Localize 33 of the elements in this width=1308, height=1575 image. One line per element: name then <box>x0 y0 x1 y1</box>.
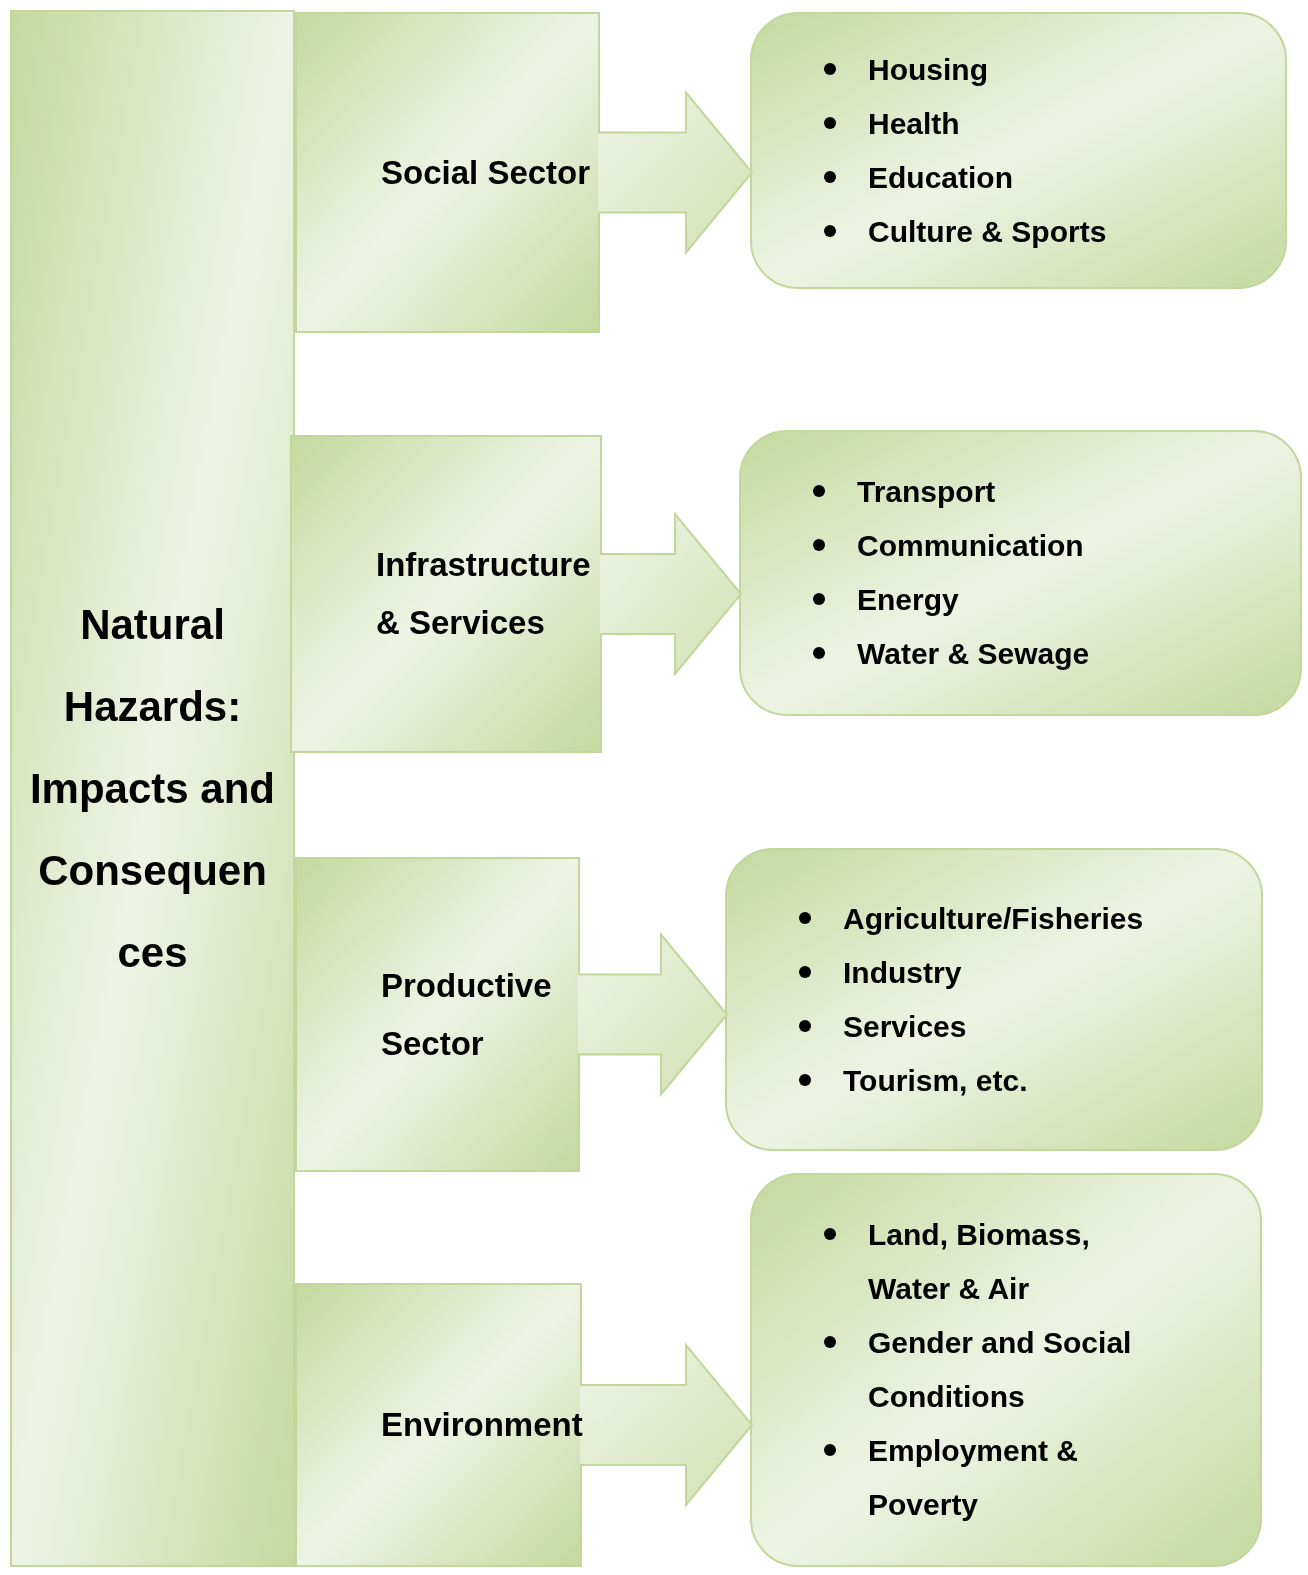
sector-box <box>290 435 602 753</box>
list-item: Employment & Poverty <box>868 1433 1080 1523</box>
list-item: Education <box>868 159 1013 196</box>
title-bar <box>10 10 295 1567</box>
sector-label: Productive Sector <box>381 965 553 1064</box>
list-item: Agriculture/Fisheries <box>843 900 1144 937</box>
block-arrow <box>577 931 729 1098</box>
sector-box <box>295 12 600 333</box>
list-item: Tourism, etc. <box>843 1062 1028 1099</box>
sector-label: Infrastructure & Services <box>376 545 591 643</box>
list-item: Water & Sewage <box>857 636 1090 672</box>
list-item: Transport <box>857 474 996 510</box>
rounded-list-box <box>739 430 1302 716</box>
list-item: Industry <box>843 954 962 991</box>
list-item: Gender and Social Conditions <box>868 1325 1133 1415</box>
sector-box <box>295 857 580 1172</box>
list-item: Land, Biomass, Water & Air <box>868 1217 1091 1307</box>
sector-label: Environment <box>381 1405 584 1445</box>
list-item: Health <box>868 105 960 142</box>
block-arrow <box>579 1342 754 1508</box>
rounded-list-box <box>750 1173 1262 1567</box>
list-item: Communication <box>857 528 1084 564</box>
list-item: Culture & Sports <box>868 213 1107 250</box>
title-text: Natural Hazards: Impacts and Consequences <box>28 599 277 978</box>
list-item: Energy <box>857 582 959 618</box>
block-arrow <box>597 89 754 256</box>
sector-box <box>295 1283 582 1567</box>
list-item: Services <box>843 1008 967 1045</box>
list-item: Housing <box>868 51 988 88</box>
block-arrow <box>599 511 743 677</box>
rounded-list-box <box>750 12 1287 289</box>
rounded-list-box <box>725 848 1263 1151</box>
sector-label: Social Sector <box>381 152 592 193</box>
